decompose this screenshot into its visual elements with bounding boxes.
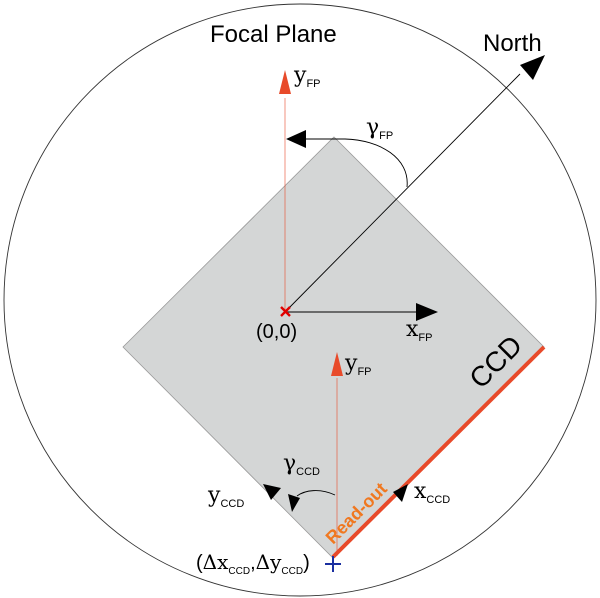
ccd-yfp-axis-label: yFP	[344, 351, 372, 378]
gamma-ccd-arc	[296, 490, 336, 497]
offset-label: (ΔxCCD,ΔyCCD)	[196, 550, 310, 577]
gamma-fp-label: γFP	[366, 115, 393, 142]
gamma-ccd-label: γCCD	[283, 451, 320, 478]
fp-x-axis-label: xFP	[406, 317, 432, 344]
focal-plane-title: Focal Plane	[210, 21, 337, 48]
ccd-square	[122, 136, 545, 559]
gamma-ccd-arrowhead	[288, 494, 300, 512]
ccd-yfp-arrowhead	[331, 352, 343, 376]
x-ccd-axis-label: xCCD	[414, 479, 450, 506]
north-label: North	[483, 30, 542, 57]
fp-y-arrowhead	[279, 70, 291, 94]
north-arrowhead	[520, 55, 545, 80]
y-ccd-axis-label: yCCD	[207, 483, 244, 510]
y-ccd-arrowhead	[263, 484, 281, 500]
origin-cross-icon	[280, 306, 291, 317]
gamma-fp-arrowhead	[286, 130, 306, 148]
offset-cross-icon	[325, 556, 341, 572]
readout-edge	[331, 345, 546, 559]
fp-y-axis-label: yFP	[293, 63, 321, 90]
north-direction-line	[284, 73, 521, 313]
origin-label: (0,0)	[256, 321, 297, 343]
gamma-fp-arc	[302, 138, 408, 188]
fp-x-arrowhead	[416, 303, 438, 321]
x-ccd-arrowhead	[393, 484, 408, 502]
focal-plane-circle	[3, 3, 597, 597]
